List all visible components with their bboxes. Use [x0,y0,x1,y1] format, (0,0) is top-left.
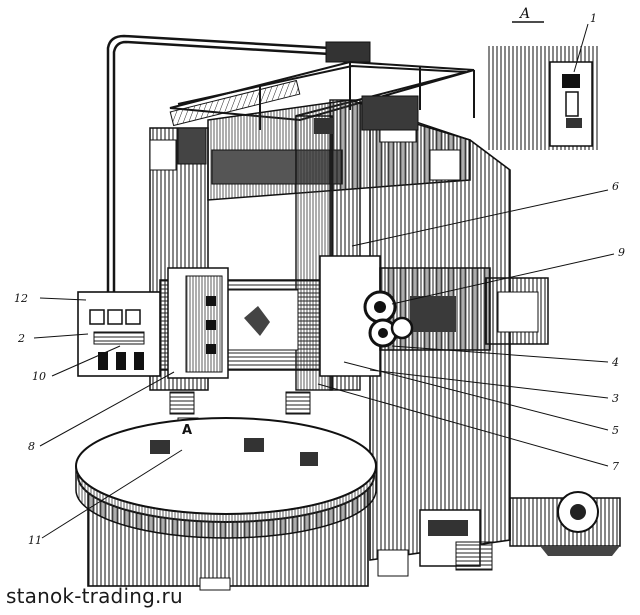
overhead-pipe [106,34,331,300]
callout-12: 12 [14,292,28,305]
callout-11: 11 [28,534,42,547]
callout-6: 6 [612,180,619,193]
railing-grate [169,79,301,127]
inset-view-a [488,21,600,150]
leader-lines [33,189,615,539]
inset-title: A [518,6,530,22]
callout-4: 4 [611,356,619,369]
rotary-table [75,417,377,591]
view-marker-label: A [182,423,192,438]
callout-2: 2 [17,332,25,345]
callout-8: 8 [28,440,35,453]
left-lower-block [169,391,195,415]
callout-9: 9 [618,246,625,259]
callout-3: 3 [612,392,619,405]
right-lower-block [285,391,311,415]
top-railing [169,60,475,130]
callout-10: 10 [32,370,46,383]
watermark: stanok-trading.ru [6,584,183,608]
pipe-coupling [325,41,371,63]
feed-gears [363,290,414,348]
inset-callout-1: 1 [590,12,597,25]
column-base [377,509,493,577]
control-pendant [77,291,161,377]
left-saddle [167,267,229,379]
callout-5: 5 [612,424,619,437]
drive-motor [509,491,621,556]
callout-7: 7 [612,460,619,473]
